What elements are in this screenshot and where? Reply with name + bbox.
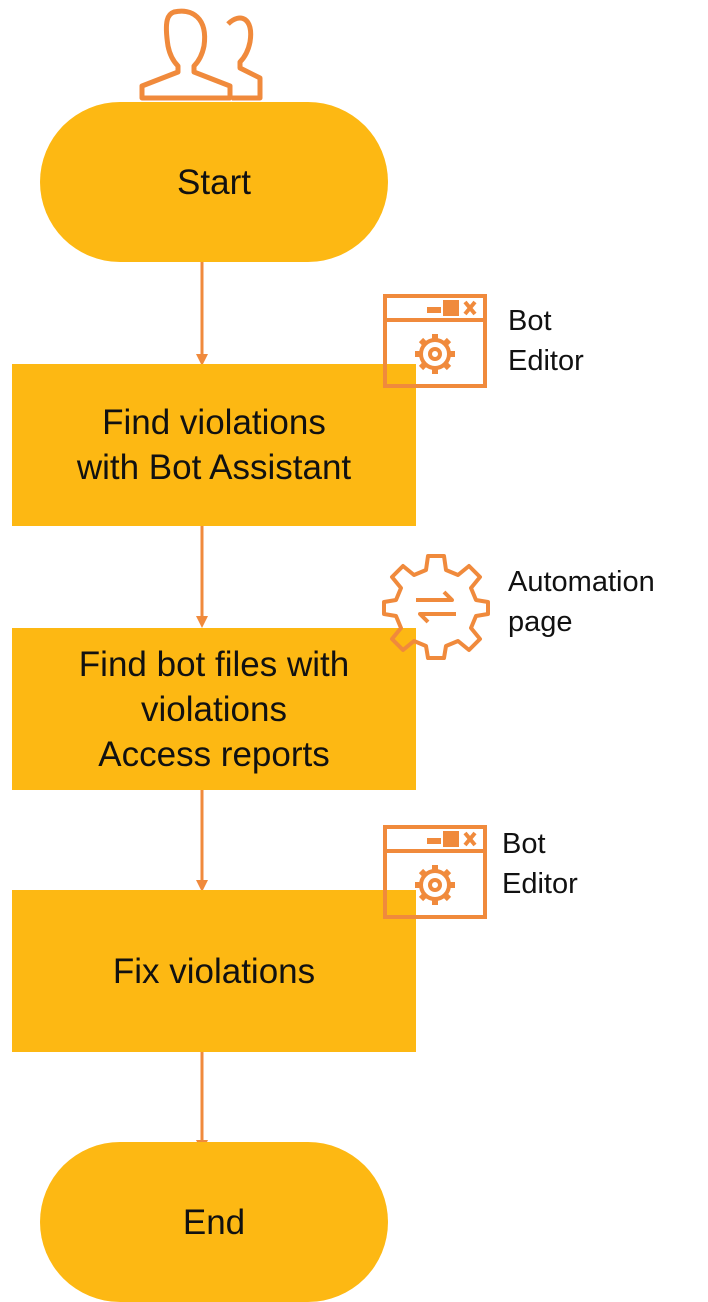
automation-page-label: Automation page — [508, 562, 655, 642]
step-find-bot-files-node: Find bot files with violations Access re… — [12, 628, 416, 790]
end-node-label: End — [182, 1202, 246, 1242]
users-icon — [139, 8, 263, 101]
automation-page-label-line-1: Automation — [508, 566, 655, 598]
automation-page-label-line-2: page — [508, 606, 573, 638]
end-node: End — [40, 1142, 388, 1302]
step-find-violations-label: Find violations with Bot Assistant — [76, 403, 352, 487]
bot-editor-label-line-2: Editor — [502, 868, 578, 900]
bot-editor-label-line-1: Bot — [502, 828, 546, 860]
bot-editor-label: Bot Editor — [508, 301, 584, 381]
step-find-bot-files-label: Find bot files with violations Access re… — [78, 644, 350, 774]
bot-editor-window-icon — [383, 825, 487, 919]
bot-editor-label-line-1: Bot — [508, 305, 552, 337]
bot-editor-window-icon — [383, 294, 487, 388]
automation-gear-icon — [382, 554, 490, 660]
start-node: Start — [40, 102, 388, 262]
start-node-label: Start — [177, 162, 251, 202]
step-find-violations-node: Find violations with Bot Assistant — [12, 364, 416, 526]
step-fix-violations-node: Fix violations — [12, 890, 416, 1052]
bot-editor-label-line-2: Editor — [508, 345, 584, 377]
bot-editor-label: Bot Editor — [502, 824, 578, 904]
step-fix-violations-label: Fix violations — [112, 951, 316, 991]
